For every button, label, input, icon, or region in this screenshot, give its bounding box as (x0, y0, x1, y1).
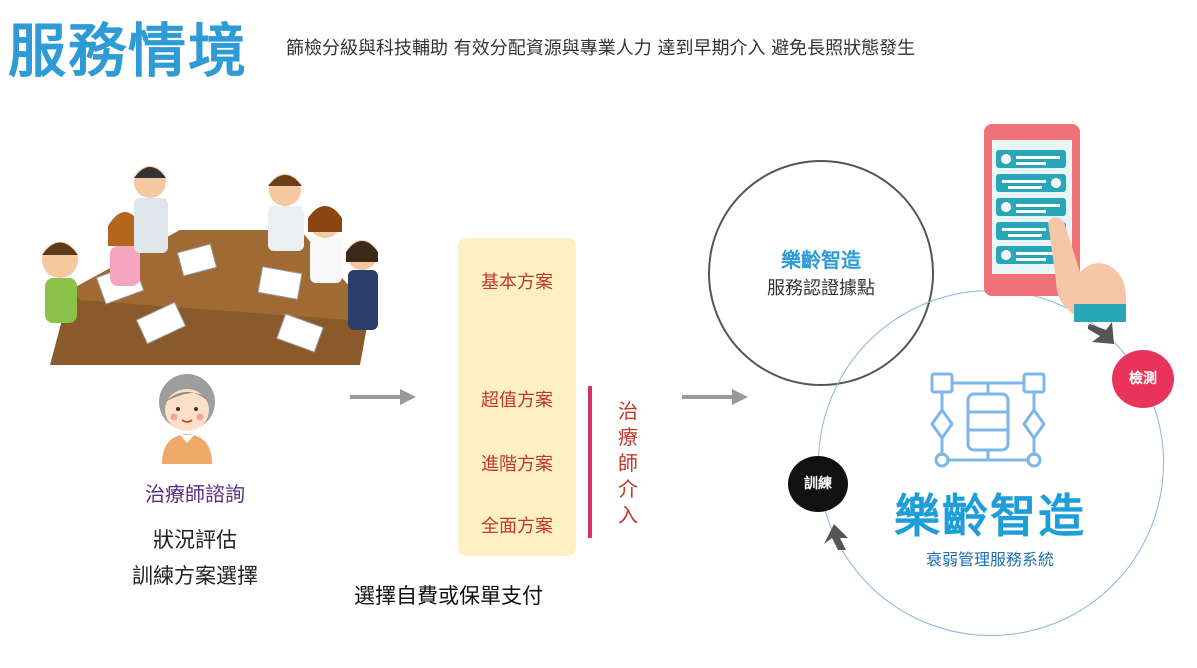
evaluation-line-1: 狀況評估 (153, 528, 237, 552)
payment-label: 選擇自費或保單支付 (354, 584, 543, 608)
plan-advanced: 進階方案 (481, 454, 553, 475)
service-point-title: 樂齡智造 (781, 248, 861, 272)
smartphone-icon (984, 124, 1127, 322)
therapist-consultation-label: 治療師諮詢 (145, 482, 245, 506)
page-subtitle: 篩檢分級與科技輔助 有效分配資源與專業人力 達到早期介入 避免長照狀態發生 (286, 38, 916, 59)
database-system-icon (930, 372, 1046, 468)
plans-panel: 基本方案 超值方案 進階方案 全面方案 (458, 238, 576, 556)
train-badge: 訓練 (788, 456, 848, 512)
evaluation-text: 狀況評估 訓練方案選擇 (120, 522, 270, 594)
elderly-woman-icon (159, 374, 215, 464)
arrow-down-right-icon (1088, 322, 1114, 344)
therapist-intervention-label: 治療師介入 (618, 399, 638, 527)
arrow-up-left-icon (824, 524, 848, 550)
evaluation-line-2: 訓練方案選擇 (132, 564, 258, 588)
service-point-subtitle: 服務認證據點 (767, 278, 875, 299)
brand-subtitle: 衰弱管理服務系統 (925, 550, 1054, 569)
arrow-right-icon (682, 389, 748, 405)
meeting-illustration (42, 166, 378, 365)
plan-value: 超值方案 (481, 390, 553, 411)
therapist-bracket-bar (588, 386, 592, 538)
plan-full: 全面方案 (481, 516, 553, 537)
plan-basic: 基本方案 (481, 272, 553, 293)
arrow-right-icon (350, 389, 416, 405)
detect-badge: 檢測 (1112, 350, 1174, 408)
brand-logo: 樂齡智造 (894, 489, 1086, 543)
page-title: 服務情境 (8, 17, 249, 85)
